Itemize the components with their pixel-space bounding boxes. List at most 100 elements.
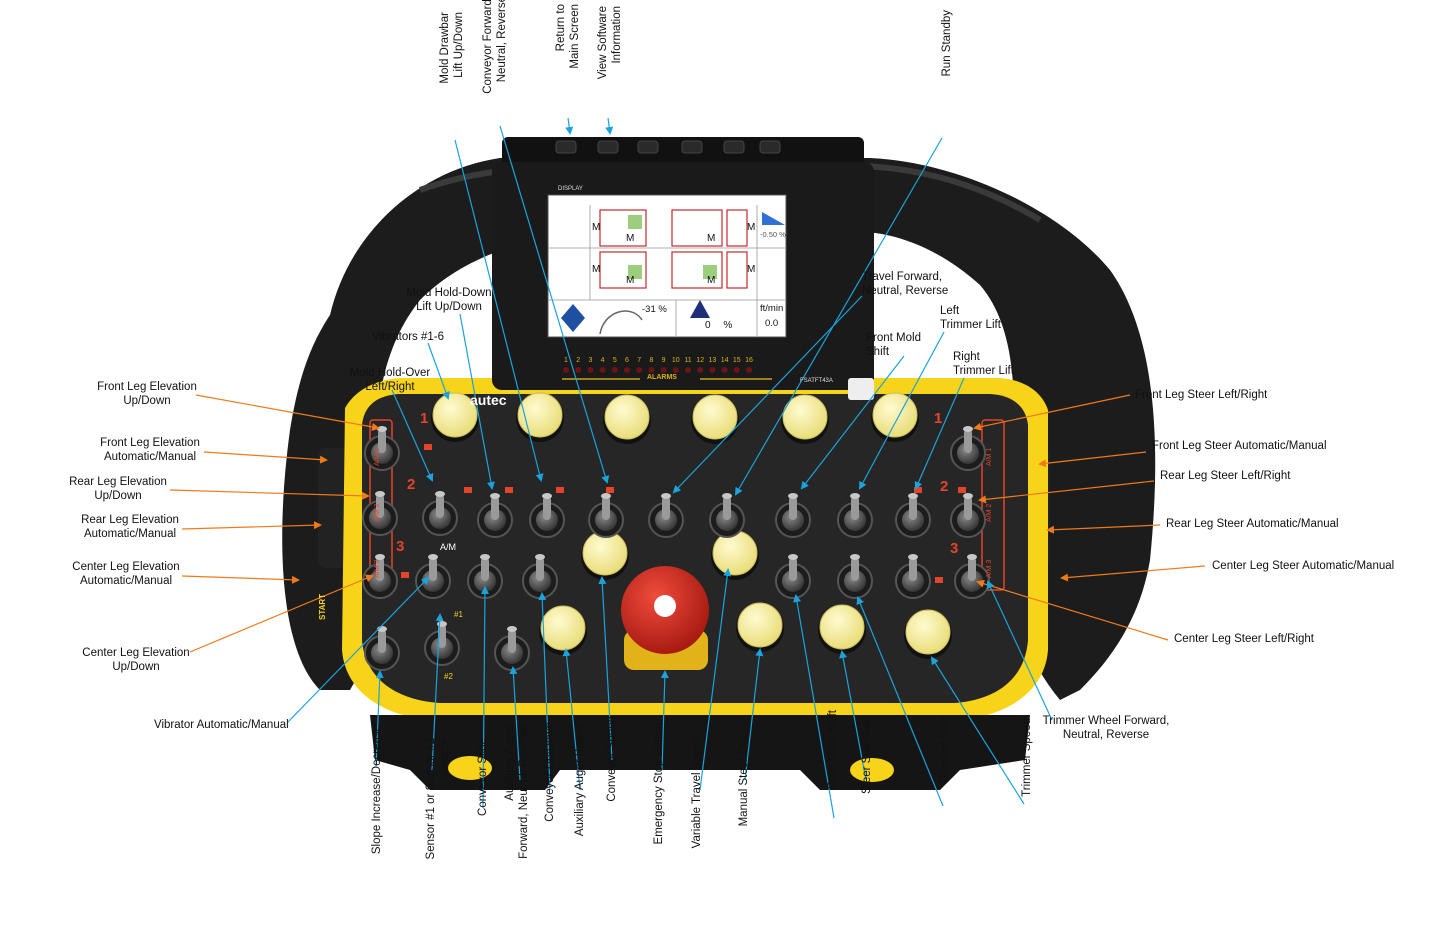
toggle-tip [967,554,977,560]
alarm-led [721,367,728,373]
screen-m-2: M [626,233,635,244]
toggle-tip [601,493,611,499]
alarm-led [575,367,582,373]
row-number-r3: 3 [950,540,959,557]
callout-rear-mold-shift: Rear Mold Shift [827,710,839,790]
knob-cap [872,392,918,438]
toggle-switch [522,554,558,599]
leader-line [672,295,863,494]
leader-line [565,117,574,135]
toggle-lever [376,494,384,518]
callout-left-trimmer-lift: Left Trimmer Lift [940,305,1001,331]
callout-rear-leg-steer-lr: Rear Leg Steer Left/Right [1160,470,1291,482]
speed-value: 0.0 [765,318,779,329]
leader-line [859,331,945,490]
toggle-tip [850,493,860,499]
alarm-led [563,367,569,373]
toggle-lever [536,557,544,581]
alarm-number: 12 [696,357,704,364]
toggle-tip [490,493,500,499]
alarm-number: 14 [721,357,729,364]
alarm-led [587,367,594,373]
toggle-lever [851,496,859,520]
toggle-switch [415,554,451,599]
toggle-switch [950,426,986,471]
indicator-mark [958,487,966,493]
leader-line [431,613,444,771]
knob [691,394,739,444]
callout-sensor-selector: Sensor #1 or Sensor #2 Selector [425,738,451,860]
row-number-3: 3 [396,538,405,555]
callout-trimmer-speed: Trimmer Speed [1021,718,1033,797]
am-tag-3: A/M 3 [374,559,381,578]
toggle-lever [789,557,797,581]
toggle-tip [435,491,445,497]
travel-triangle-icon [690,300,710,318]
leader-line [856,596,944,807]
leader-line [914,377,965,490]
toggle-switch [362,491,398,536]
estop-center [654,595,676,617]
indicator-mark [401,572,409,578]
callout-center-leg-elevation-updown: Center Leg Elevation Up/Down [82,647,190,673]
toggle-switch [529,493,565,538]
slope-triangle-icon [762,212,785,225]
callout-conveyor-fnr: Conveyor Forward, Neutral, Reverse [482,0,508,94]
leader-line [973,394,1131,431]
display-bar-button [597,140,619,154]
leader-line [480,586,489,809]
alarms-label: ALARMS [647,374,677,381]
toggle-tip [788,554,798,560]
knob-cap [782,394,828,440]
model-badge [848,378,874,400]
toggle-lever [723,496,731,520]
alarm-led [599,367,606,373]
callout-manual-steer: Manual Steer Dial [738,735,750,827]
callout-leaders [169,117,1206,819]
alarm-number: 5 [613,357,617,364]
alarm-number: 9 [662,357,666,364]
toggle-tip [963,426,973,432]
callout-rear-leg-steer-am: Rear Leg Steer Automatic/Manual [1166,518,1339,530]
display-bar-button [759,140,781,154]
leader-line [454,139,544,482]
knob [736,602,784,652]
leader-line [562,648,581,791]
callout-mold-drawbar: Mold Drawbar Lift Up/Down [439,12,465,84]
leader-line [203,451,328,464]
speed-unit: ft/min [760,303,784,314]
leader-line [181,575,300,584]
alarm-number: 3 [588,357,592,364]
leader-line [509,666,521,781]
leader-line [793,594,835,819]
leader-line [986,580,1053,721]
alarm-number: 10 [672,357,680,364]
toggle-switch [954,554,990,599]
indicator-mark [935,577,943,583]
screen-m-8: M [747,264,756,275]
alarm-number: 13 [709,357,717,364]
toggle-tip [480,554,490,560]
leader-line [427,342,450,400]
toggle-lever [909,557,917,581]
callout-return-main: Return to Main Screen [555,4,581,69]
display-bar-button [555,140,577,154]
toggle-tip [375,491,385,497]
leader-line [195,394,380,431]
display-bar-button [681,140,703,154]
alarm-number: 8 [649,357,653,364]
leader-line [978,480,1155,504]
toggle-tip [507,626,517,632]
leader-line [189,574,374,653]
callout-run-standby: Run Standby [941,10,953,77]
callout-center-leg-steer-lr: Center Leg Steer Left/Right [1174,633,1314,645]
callout-conveyor-speed: Conveyor Speed [606,716,618,802]
toggle-tip [661,493,671,499]
leader-line [839,650,867,781]
knob [871,392,919,442]
toggle-switch [709,493,745,538]
toggle-switch [950,493,986,538]
alarm-led [636,367,643,373]
callout-front-leg-elevation-am: Front Leg Elevation Automatic/Manual [100,437,200,463]
toggle-switch [477,493,513,538]
